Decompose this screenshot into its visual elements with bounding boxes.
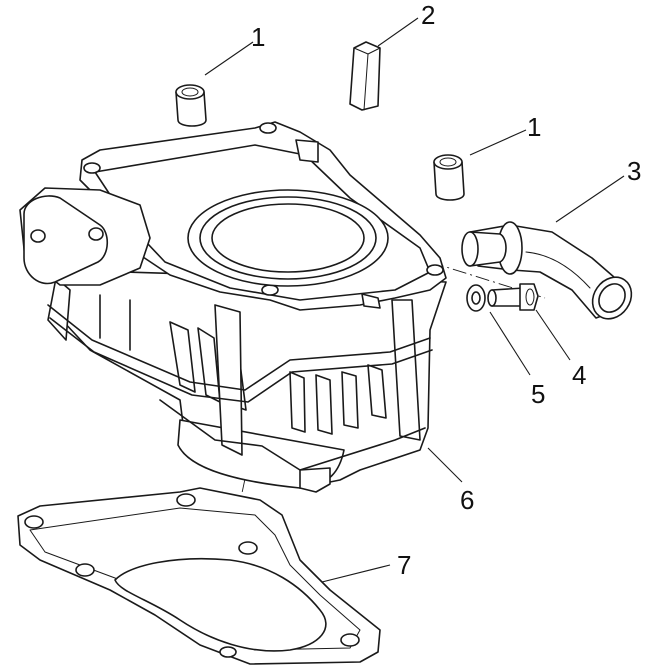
callout-1-left: 1 — [251, 22, 265, 52]
callout-1-right: 1 — [527, 112, 541, 142]
callout-5: 5 — [531, 379, 545, 409]
part-3-water-outlet-elbow — [461, 221, 633, 320]
leader-lines — [204, 17, 625, 583]
callout-4: 4 — [572, 360, 586, 390]
part-4-bolt — [487, 283, 539, 311]
part-5-washer — [466, 284, 486, 312]
part-2-guide-key — [349, 41, 381, 111]
callout-2: 2 — [421, 0, 435, 30]
part-1-dowel-pin-right — [433, 154, 465, 201]
callout-3: 3 — [627, 156, 641, 186]
callout-6: 6 — [460, 485, 474, 515]
callout-7: 7 — [397, 550, 411, 580]
part-6-cylinder-block — [19, 121, 447, 493]
part-7-base-gasket — [17, 487, 381, 665]
part-1-dowel-pin-left — [175, 84, 207, 127]
callout-labels: 1 2 1 3 4 5 6 7 — [251, 0, 641, 580]
